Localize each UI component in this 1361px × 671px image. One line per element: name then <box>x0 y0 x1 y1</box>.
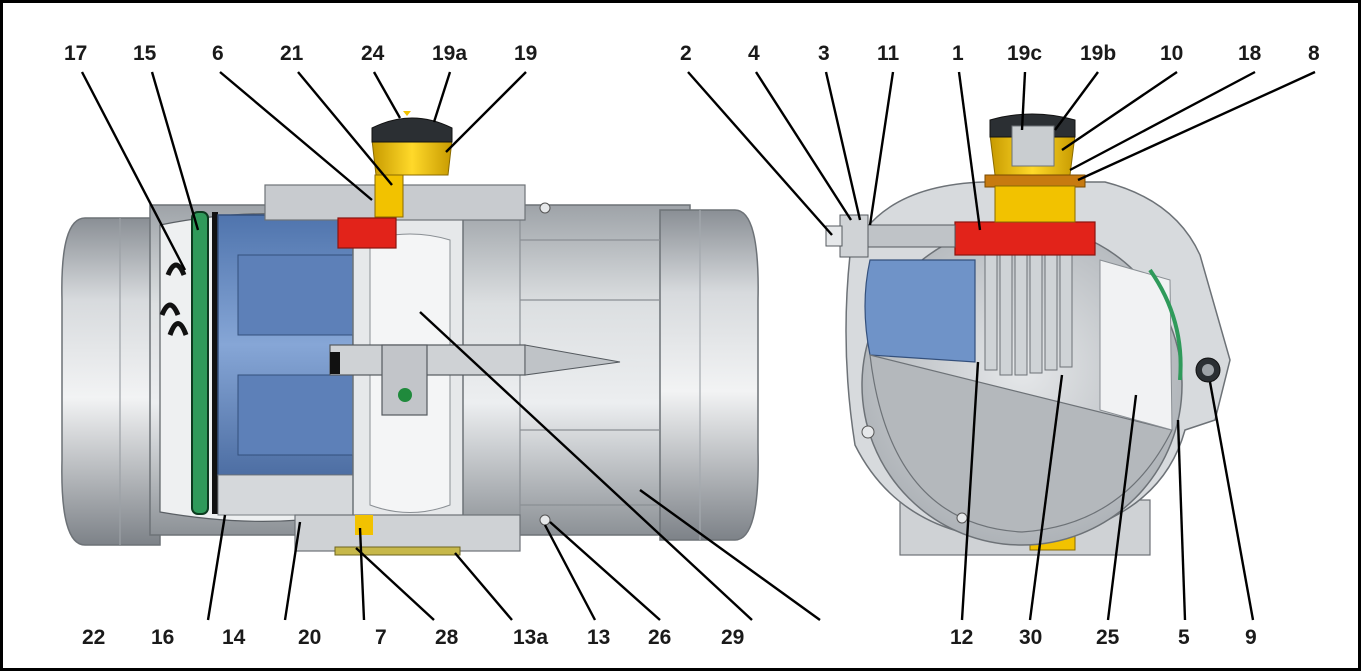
callout-19b: 19b <box>1080 42 1116 65</box>
callout-19a: 19a <box>432 42 467 65</box>
end-cam <box>954 221 1096 256</box>
callout-17: 17 <box>64 42 87 65</box>
bottom-labels: 22 16 14 20 7 28 13a 13 26 29 12 30 25 5… <box>82 626 1257 649</box>
callout-22: 22 <box>82 626 105 649</box>
callout-1: 1 <box>952 42 964 65</box>
callout-13: 13 <box>587 626 610 649</box>
callout-15: 15 <box>133 42 157 65</box>
end-cutaway-view <box>825 113 1231 556</box>
callout-9: 9 <box>1245 626 1257 649</box>
leader-lines <box>80 70 1316 621</box>
callout-4: 4 <box>748 42 760 65</box>
springs <box>159 262 189 336</box>
end-cap-left <box>61 217 161 546</box>
callout-12: 12 <box>950 626 973 649</box>
callout-24: 24 <box>361 42 385 65</box>
callout-3: 3 <box>818 42 830 65</box>
callout-26: 26 <box>648 626 671 649</box>
callout-28: 28 <box>435 626 459 649</box>
top-labels: 17 15 6 21 24 19a 19 2 4 3 11 1 19c 19b … <box>64 42 1320 65</box>
callout-5: 5 <box>1178 626 1190 649</box>
callout-18: 18 <box>1238 42 1262 65</box>
callout-13a: 13a <box>513 626 548 649</box>
callout-7: 7 <box>375 626 387 649</box>
callout-11: 11 <box>877 42 900 65</box>
callout-6: 6 <box>212 42 224 65</box>
callout-16: 16 <box>151 626 174 649</box>
callout-14: 14 <box>222 626 246 649</box>
callout-21: 21 <box>280 42 304 65</box>
callout-8: 8 <box>1308 42 1320 65</box>
callout-19c: 19c <box>1007 42 1042 65</box>
callout-25: 25 <box>1096 626 1120 649</box>
pinion-cam <box>337 217 397 249</box>
position-indicator <box>371 139 453 176</box>
end-cap-right <box>659 209 759 541</box>
side-cutaway-view <box>61 111 759 556</box>
callout-20: 20 <box>298 626 321 649</box>
callout-10: 10 <box>1160 42 1183 65</box>
piston-seal <box>191 211 209 515</box>
callout-30: 30 <box>1019 626 1042 649</box>
callout-2: 2 <box>680 42 692 65</box>
callout-19: 19 <box>514 42 537 65</box>
callout-29: 29 <box>721 626 744 649</box>
